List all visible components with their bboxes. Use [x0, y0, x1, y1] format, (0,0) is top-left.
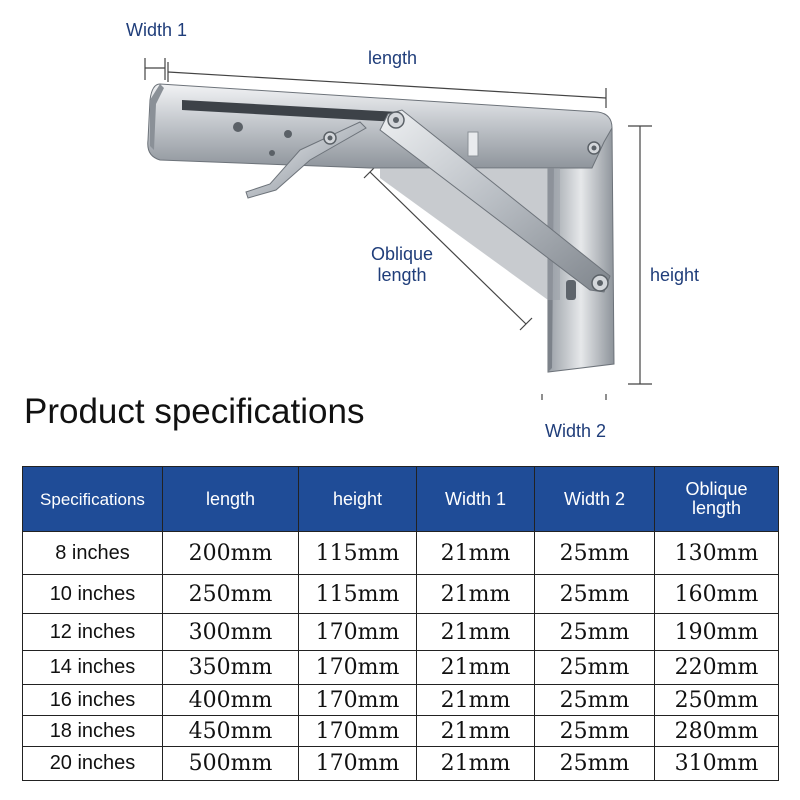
cell-height: 115mm	[298, 574, 417, 614]
cell-width2: 25mm	[534, 613, 655, 651]
header-length: length	[162, 466, 299, 532]
cell-width1: 21mm	[416, 613, 535, 651]
width1-dimension	[144, 58, 166, 80]
cell-width2: 25mm	[534, 746, 655, 781]
cell-spec: 12 inches	[22, 613, 163, 651]
cell-height: 170mm	[298, 715, 417, 747]
cell-oblique: 310mm	[654, 746, 779, 781]
page-title: Product specifications	[24, 392, 365, 431]
cell-width1: 21mm	[416, 715, 535, 747]
width1-label: Width 1	[126, 20, 188, 40]
cell-length: 500mm	[162, 746, 299, 781]
cell-height: 170mm	[298, 613, 417, 651]
diagonal-brace	[323, 109, 611, 293]
cell-length: 250mm	[162, 574, 299, 614]
cell-spec: 8 inches	[22, 531, 163, 575]
width2-dimension	[541, 394, 607, 414]
cell-spec: 14 inches	[22, 650, 163, 685]
header-height: height	[298, 466, 417, 532]
cell-width1: 21mm	[416, 684, 535, 716]
cell-spec: 20 inches	[22, 746, 163, 781]
cell-length: 450mm	[162, 715, 299, 747]
cell-length: 400mm	[162, 684, 299, 716]
cell-spec: 10 inches	[22, 574, 163, 614]
table-row: 18 inches 450mm 170mm 21mm 25mm 280mm	[22, 715, 779, 747]
cell-height: 170mm	[298, 684, 417, 716]
bracket-diagram: Width 1 length Oblique length height Wid…	[126, 20, 700, 441]
cell-width1: 21mm	[416, 574, 535, 614]
cell-spec: 16 inches	[22, 684, 163, 716]
cell-oblique: 190mm	[654, 613, 779, 651]
width2-label: Width 2	[545, 421, 607, 441]
cell-width1: 21mm	[416, 746, 535, 781]
table-row: 10 inches 250mm 115mm 21mm 25mm 160mm	[22, 574, 779, 614]
header-width1: Width 1	[416, 466, 535, 532]
table-row: 16 inches 400mm 170mm 21mm 25mm 250mm	[22, 684, 779, 716]
cell-oblique: 160mm	[654, 574, 779, 614]
folding-bracket-illustration	[144, 58, 652, 414]
length-label: length	[368, 48, 418, 68]
header-specifications: Specifications	[22, 466, 163, 532]
table-row: 20 inches 500mm 170mm 21mm 25mm 310mm	[22, 746, 779, 781]
cell-spec: 18 inches	[22, 715, 163, 747]
cell-length: 300mm	[162, 613, 299, 651]
cell-length: 200mm	[162, 531, 299, 575]
cell-width1: 21mm	[416, 531, 535, 575]
cell-width2: 25mm	[534, 574, 655, 614]
cell-width2: 25mm	[534, 531, 655, 575]
cell-width1: 21mm	[416, 650, 535, 685]
cell-height: 170mm	[298, 650, 417, 685]
cell-height: 170mm	[298, 746, 417, 781]
table-row: 14 inches 350mm 170mm 21mm 25mm 220mm	[22, 650, 779, 685]
cell-width2: 25mm	[534, 684, 655, 716]
height-dimension	[628, 125, 652, 385]
height-label: height	[650, 265, 700, 285]
cell-oblique: 130mm	[654, 531, 779, 575]
length-dimension	[167, 62, 607, 108]
table-row: 12 inches 300mm 170mm 21mm 25mm 190mm	[22, 613, 779, 651]
table-row: 8 inches 200mm 115mm 21mm 25mm 130mm	[22, 531, 779, 575]
cell-oblique: 280mm	[654, 715, 779, 747]
cell-height: 115mm	[298, 531, 417, 575]
table-header-row: Specifications length height Width 1 Wid…	[22, 466, 779, 532]
header-oblique-length: Oblique length	[654, 466, 779, 532]
cell-oblique: 220mm	[654, 650, 779, 685]
top-arm	[147, 83, 613, 169]
oblique-length-label: Oblique length	[370, 244, 434, 285]
cell-oblique: 250mm	[654, 684, 779, 716]
cell-width2: 25mm	[534, 715, 655, 747]
cell-length: 350mm	[162, 650, 299, 685]
header-width2: Width 2	[534, 466, 655, 532]
cell-width2: 25mm	[534, 650, 655, 685]
spec-table: Specifications length height Width 1 Wid…	[22, 466, 779, 781]
